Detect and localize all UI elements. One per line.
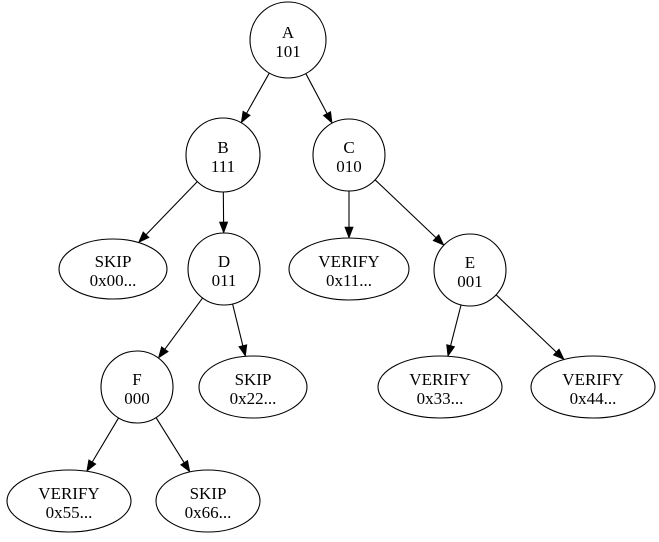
edge-c-to-e bbox=[374, 179, 445, 246]
node-ellipse bbox=[377, 355, 503, 419]
node-label-primary: VERIFY bbox=[318, 252, 379, 271]
arrowhead-icon bbox=[432, 234, 445, 246]
node-circle bbox=[433, 233, 507, 307]
node-label-secondary: 111 bbox=[211, 157, 235, 176]
node-label-primary: B bbox=[217, 138, 228, 157]
node-verify-11[interactable]: VERIFY0x11... bbox=[288, 237, 410, 301]
edge-layer bbox=[86, 72, 565, 473]
node-label-secondary: 0x00... bbox=[90, 271, 137, 290]
node-label-primary: SKIP bbox=[95, 252, 132, 271]
arrowhead-icon bbox=[179, 459, 191, 473]
arrowhead-icon bbox=[344, 226, 354, 239]
node-circle bbox=[100, 350, 174, 424]
arrowhead-icon bbox=[157, 346, 169, 359]
node-ellipse bbox=[288, 237, 410, 301]
edge-a-to-b bbox=[240, 72, 270, 124]
node-label-primary: F bbox=[132, 370, 141, 389]
node-label-secondary: 0x22... bbox=[230, 389, 277, 408]
node-label-secondary: 0x33... bbox=[417, 389, 464, 408]
node-verify-44[interactable]: VERIFY0x44... bbox=[530, 355, 656, 419]
edge-b-to-d bbox=[218, 191, 229, 234]
node-label-primary: A bbox=[282, 23, 295, 42]
node-label-primary: D bbox=[218, 252, 230, 271]
arrowhead-icon bbox=[218, 221, 229, 234]
node-circle bbox=[249, 1, 327, 79]
node-label-secondary: 0x11... bbox=[326, 271, 372, 290]
edge-f-to-skip_66 bbox=[155, 417, 191, 473]
node-label-primary: C bbox=[343, 138, 354, 157]
edge-b-to-skip_00 bbox=[137, 181, 198, 244]
node-label-secondary: 011 bbox=[212, 271, 237, 290]
node-label-secondary: 101 bbox=[275, 42, 301, 61]
edge-d-to-skip_22 bbox=[232, 303, 248, 358]
arrowhead-icon bbox=[552, 348, 565, 361]
node-label-secondary: 0x66... bbox=[185, 503, 232, 522]
node-label-secondary: 0x44... bbox=[570, 389, 617, 408]
arrowhead-icon bbox=[238, 344, 248, 358]
node-ellipse bbox=[530, 355, 656, 419]
node-label-primary: VERIFY bbox=[38, 484, 99, 503]
arrowhead-icon bbox=[240, 110, 251, 124]
node-circle bbox=[312, 118, 386, 192]
node-layer: A101B111C010SKIP0x00...D011VERIFY0x11...… bbox=[6, 1, 656, 533]
edge-d-to-f bbox=[157, 297, 204, 359]
node-label-primary: VERIFY bbox=[409, 370, 470, 389]
node-verify-55[interactable]: VERIFY0x55... bbox=[6, 469, 132, 533]
node-label-secondary: 000 bbox=[124, 389, 150, 408]
node-circle bbox=[185, 117, 261, 193]
node-skip-22[interactable]: SKIP0x22... bbox=[198, 355, 308, 419]
node-label-primary: SKIP bbox=[235, 370, 272, 389]
node-ellipse bbox=[198, 355, 308, 419]
edge-f-to-verify_55 bbox=[86, 417, 120, 473]
node-ellipse bbox=[155, 469, 261, 533]
node-label-secondary: 0x55... bbox=[46, 503, 93, 522]
arrowhead-icon bbox=[322, 111, 333, 124]
node-ellipse bbox=[6, 469, 132, 533]
node-label-secondary: 001 bbox=[457, 272, 483, 291]
node-skip-66[interactable]: SKIP0x66... bbox=[155, 469, 261, 533]
arrowhead-icon bbox=[137, 231, 150, 244]
arrowhead-icon bbox=[446, 344, 456, 358]
edge-e-to-verify_44 bbox=[495, 294, 565, 361]
arrowhead-icon bbox=[86, 459, 97, 473]
node-label-primary: E bbox=[465, 253, 475, 272]
edge-e-to-verify_33 bbox=[446, 304, 462, 358]
edge-a-to-c bbox=[305, 73, 333, 124]
node-verify-33[interactable]: VERIFY0x33... bbox=[377, 355, 503, 419]
node-label-primary: SKIP bbox=[190, 484, 227, 503]
node-label-primary: VERIFY bbox=[562, 370, 623, 389]
node-ellipse bbox=[58, 238, 168, 300]
node-circle bbox=[187, 232, 261, 306]
node-skip-00[interactable]: SKIP0x00... bbox=[58, 238, 168, 300]
node-label-secondary: 010 bbox=[336, 157, 362, 176]
edge-c-to-verify_11 bbox=[344, 191, 354, 239]
